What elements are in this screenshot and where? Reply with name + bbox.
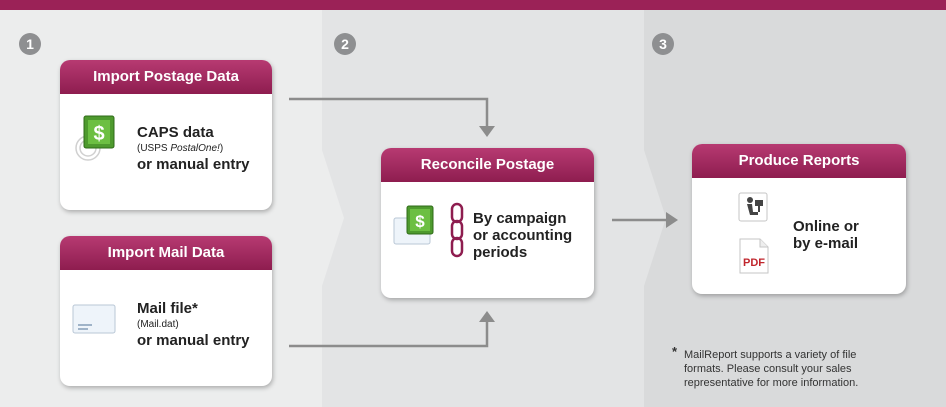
mail-dat-note: (Mail.dat): [137, 319, 179, 330]
dollar-envelope-icon: $: [393, 205, 434, 245]
import-postage-title: Import Postage Data: [60, 60, 272, 94]
reports-description: Online or by e-mail: [793, 218, 859, 252]
footnote-line-3: representative for more information.: [684, 377, 859, 389]
reports-line-2: by e-mail: [793, 235, 859, 252]
chain-link-icon: [450, 202, 464, 258]
reconcile-line-2: or accounting: [473, 227, 573, 244]
reconcile-postage-card: Reconcile Postage $ By campaign or accou…: [381, 148, 594, 298]
connector-postage-to-reconcile: [289, 97, 489, 128]
import-postage-card: Import Postage Data $ CAPS data (USPS Po…: [60, 60, 272, 210]
reconcile-line-1: By campaign: [473, 210, 567, 227]
usps-postalone-note: (USPS PostalOne!): [137, 143, 224, 154]
footnote-line-1: MailReport supports a variety of file: [684, 349, 857, 361]
footnote-marker: *: [672, 344, 678, 359]
svg-text:PDF: PDF: [743, 257, 765, 269]
import-mail-card: Import Mail Data Mail file* (Mail.dat) o…: [60, 236, 272, 386]
reports-line-1: Online or: [793, 218, 859, 235]
reconcile-postage-title: Reconcile Postage: [381, 148, 594, 182]
produce-reports-title: Produce Reports: [692, 144, 906, 178]
top-accent-bar: [0, 0, 946, 10]
dollar-envelope-icon: $: [75, 115, 115, 161]
envelope-icon: [72, 304, 116, 334]
caps-data-label: CAPS data: [137, 124, 214, 141]
postage-manual-entry-label: or manual entry: [137, 156, 250, 173]
pdf-document-icon: PDF: [739, 238, 769, 274]
arrowhead-up: [479, 311, 495, 322]
footnote-text: MailReport supports a variety of file fo…: [684, 348, 858, 390]
footnote-line-2: formats. Please consult your sales: [684, 363, 852, 375]
mail-manual-entry-label: or manual entry: [137, 332, 250, 349]
column-chevron-1: [322, 10, 344, 407]
step-number-2: 2: [334, 33, 356, 55]
svg-text:$: $: [415, 212, 425, 231]
column-chevron-2: [644, 10, 666, 407]
connector-mail-to-reconcile: [289, 320, 489, 348]
svg-text:$: $: [93, 123, 104, 145]
step-number-1: 1: [19, 33, 41, 55]
mail-file-label: Mail file*: [137, 300, 198, 317]
reconcile-description: By campaign or accounting periods: [473, 210, 572, 261]
import-mail-title: Import Mail Data: [60, 236, 272, 270]
step-number-3: 3: [652, 33, 674, 55]
produce-reports-card: Produce Reports PDF Online or by e-mail: [692, 144, 906, 294]
arrowhead-down: [479, 126, 495, 137]
arrowhead-right: [666, 212, 678, 228]
reconcile-line-3: periods: [473, 244, 528, 261]
person-at-computer-icon: [738, 192, 768, 222]
